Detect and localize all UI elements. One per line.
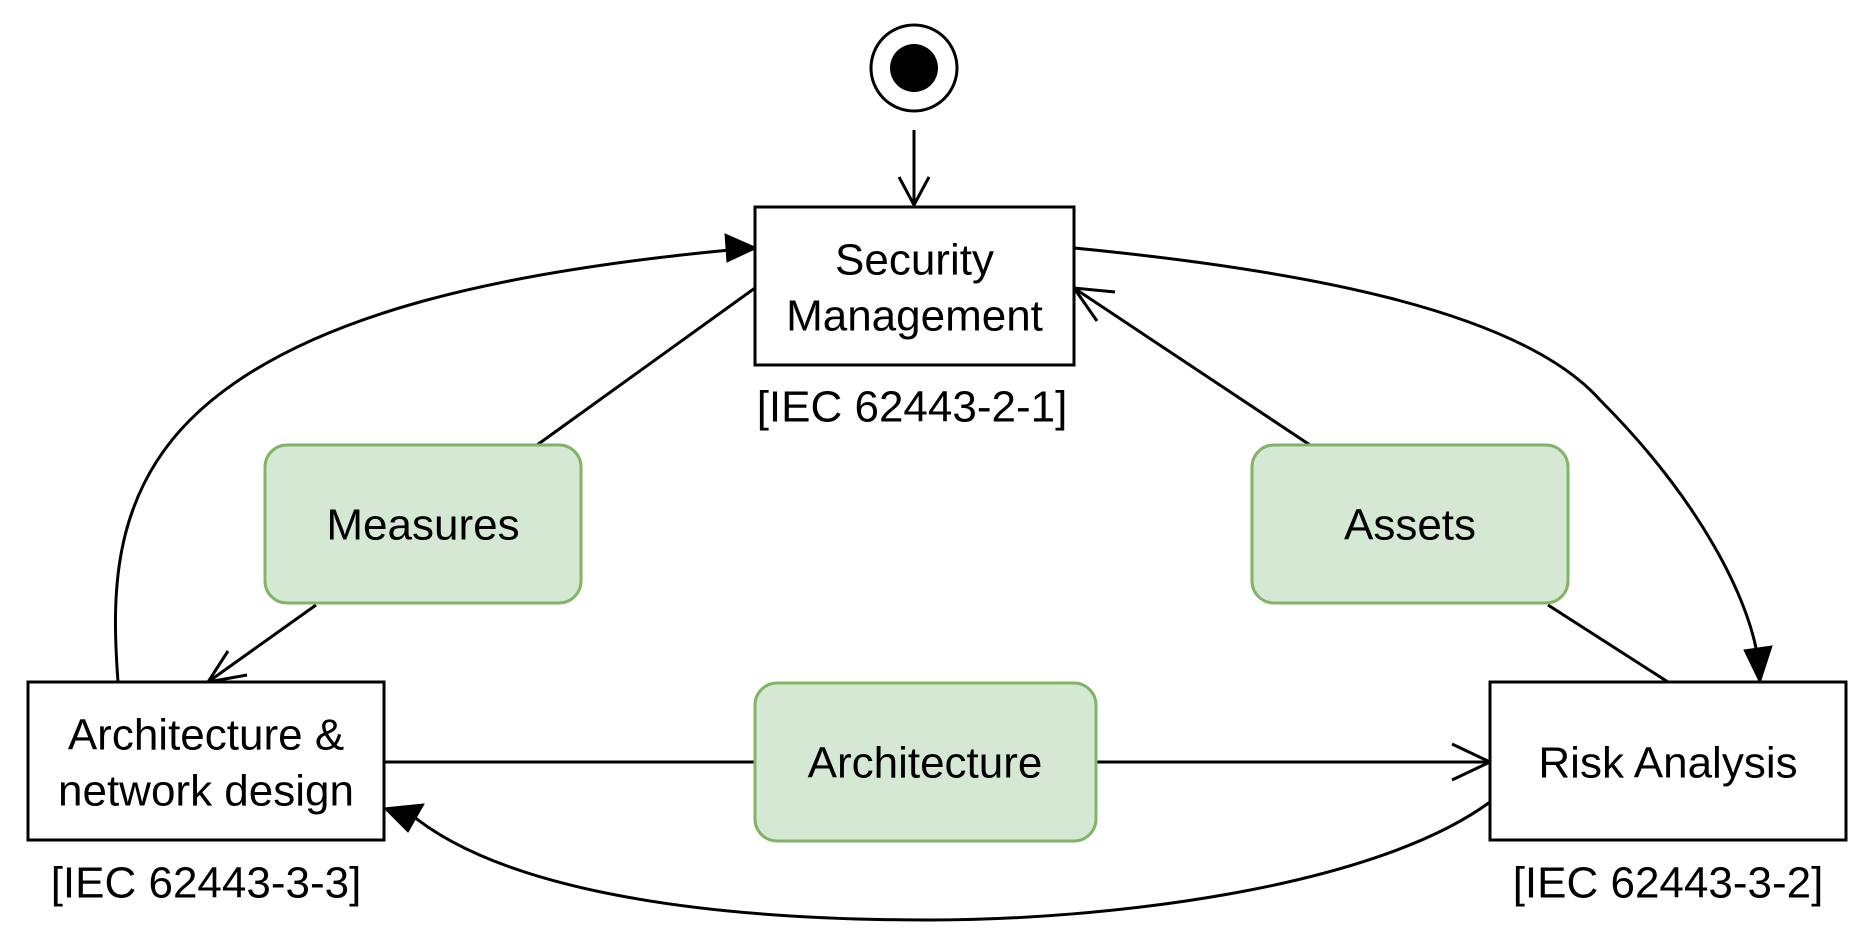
edge-measures-to-architecture xyxy=(204,603,317,685)
node-architecture-line-2: network design xyxy=(58,767,354,816)
artifact-assets-label: Assets xyxy=(1344,501,1476,550)
artifact-measures: Measures xyxy=(263,443,583,605)
edge-architecture-to-security-management xyxy=(113,233,759,683)
reference-security-management: [IEC 62443-2-1] xyxy=(757,383,1068,432)
edge-security-management-to-measures xyxy=(536,286,756,447)
node-security-management-line-1: Security xyxy=(835,236,994,285)
edge-risk-analysis-to-assets xyxy=(1547,603,1669,684)
artifact-architecture: Architecture xyxy=(753,681,1098,843)
artifact-architecture-label: Architecture xyxy=(808,739,1043,788)
node-security-management-line-2: Management xyxy=(786,292,1043,341)
edge-security-management-to-risk-analysis xyxy=(1073,246,1773,685)
edge-risk-analysis-to-architecture xyxy=(382,800,1491,922)
artifact-measures-label: Measures xyxy=(326,501,519,550)
node-risk-analysis: Risk Analysis xyxy=(1488,680,1848,842)
initial-node xyxy=(869,23,959,113)
node-risk-analysis-label: Risk Analysis xyxy=(1538,739,1797,788)
artifact-architecture-box xyxy=(753,681,1098,843)
artifact-measures-box xyxy=(263,443,583,605)
edge-architecture-artifact-to-risk-analysis xyxy=(1096,742,1494,782)
artifact-assets: Assets xyxy=(1250,443,1570,605)
node-architecture-network-design: Architecture & network design xyxy=(26,680,386,842)
reference-architecture-network-design: [IEC 62443-3-3] xyxy=(51,859,362,908)
edge-assets-to-security-management xyxy=(1070,286,1311,447)
edge-initial-to-security-management xyxy=(897,130,931,209)
node-security-management: Security Management xyxy=(753,205,1076,367)
reference-risk-analysis: [IEC 62443-3-2] xyxy=(1513,859,1824,908)
artifact-assets-box xyxy=(1250,443,1570,605)
node-architecture-line-1: Architecture & xyxy=(68,711,344,760)
